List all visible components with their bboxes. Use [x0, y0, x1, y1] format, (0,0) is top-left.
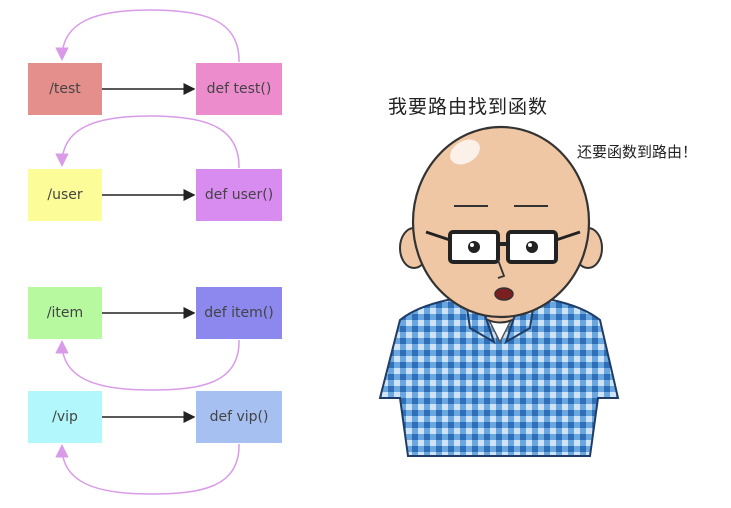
- function-box-item: def item(): [196, 287, 282, 339]
- loop-arc-user: [55, 115, 240, 169]
- bald-man-illustration: [378, 125, 620, 457]
- loop-arc-item: [55, 339, 240, 391]
- function-box-user: def user(): [196, 169, 282, 221]
- loop-arc-vip: [55, 443, 240, 495]
- route-box-vip: /vip: [28, 391, 102, 443]
- route-box-user: /user: [28, 169, 102, 221]
- route-box-test: /test: [28, 63, 102, 115]
- function-box-test: def test(): [196, 63, 282, 115]
- speech-text-1: 我要路由找到函数: [388, 96, 549, 118]
- head: [411, 125, 591, 319]
- route-box-item: /item: [28, 287, 102, 339]
- loop-arc-test: [55, 9, 240, 63]
- speech-text-2: 还要函数到路由！: [577, 143, 698, 161]
- function-box-vip: def vip(): [196, 391, 282, 443]
